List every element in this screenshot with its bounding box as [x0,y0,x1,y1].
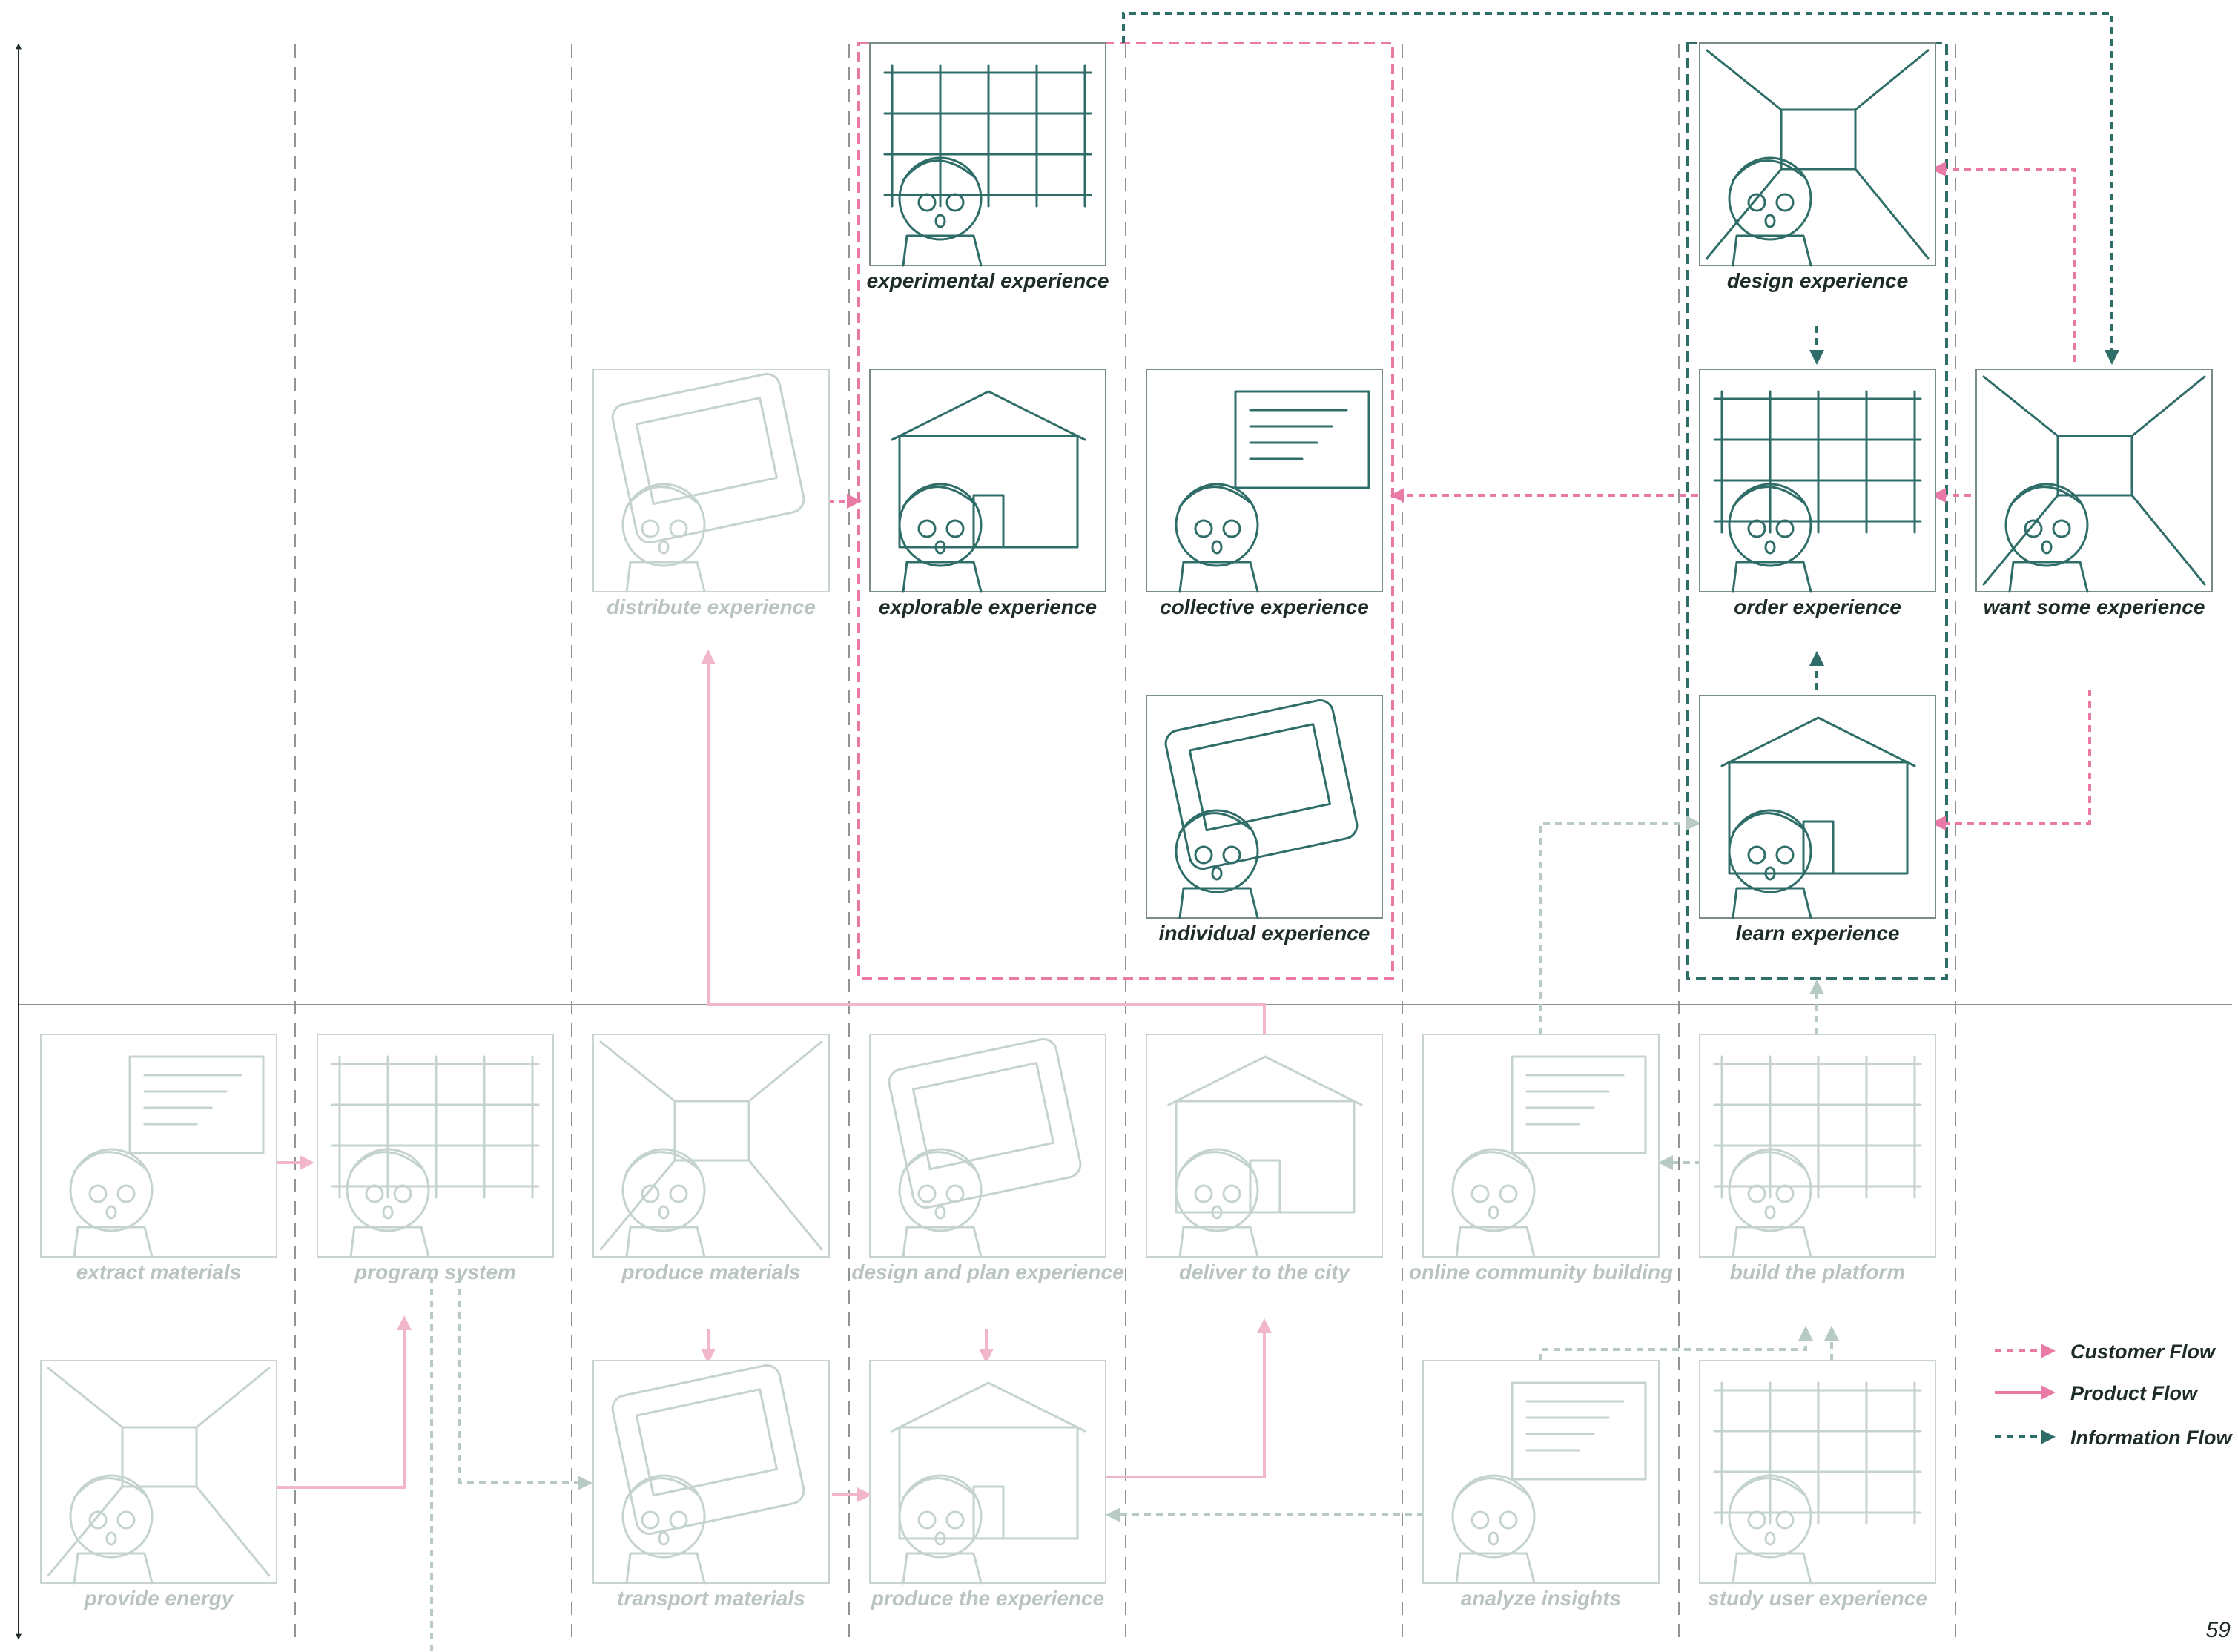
panel-frame [1146,1034,1382,1257]
page-number: 59 [2206,1618,2231,1642]
panel-frame [593,1034,829,1257]
panel-label-deliver-to-the-city: deliver to the city [1179,1261,1351,1283]
legend-customer-label: Customer Flow [2070,1341,2216,1363]
panel-frame [41,1034,277,1257]
panel-label-online-community-building: online community building [1409,1261,1673,1283]
panel-frame [1423,1034,1659,1257]
panel-provide-energy: provide energy [41,1361,277,1610]
panel-label-program-system: program system [354,1261,516,1283]
panel-build-the-platform: build the platform [1700,1034,1935,1283]
panel-frame [870,1361,1106,1583]
legend: Customer Flow Product Flow Information F… [1995,1341,2233,1449]
panel-distribute-experience: distribute experience [593,369,829,618]
panel-deliver-to-the-city: deliver to the city [1146,1034,1382,1283]
panel-learn-experience: learn experience [1700,696,1935,945]
panel-label-distribute-experience: distribute experience [607,595,816,618]
panel-frame [1146,369,1382,592]
legend-information-label: Information Flow [2070,1427,2233,1449]
panel-individual-experience: individual experience [1146,696,1382,945]
panel-online-community-building: online community building [1409,1034,1673,1283]
panel-frame [41,1361,277,1583]
panel-label-individual-experience: individual experience [1159,922,1370,945]
panel-study-user-experience: study user experience [1700,1361,1935,1610]
panel-program-system: program system [317,1034,553,1283]
panel-label-experimental-experience: experimental experience [867,269,1109,292]
panel-produce-the-experience: produce the experience [870,1361,1106,1610]
panel-label-explorable-experience: explorable experience [879,595,1097,618]
panel-label-collective-experience: collective experience [1160,595,1369,618]
panel-produce-materials: produce materials [593,1034,829,1283]
panel-analyze-insights: analyze insights [1423,1361,1659,1610]
panel-label-analyze-insights: analyze insights [1461,1587,1621,1610]
panel-label-study-user-experience: study user experience [1708,1587,1927,1610]
panel-transport-materials: transport materials [593,1361,829,1610]
panel-label-learn-experience: learn experience [1735,922,1899,945]
panel-extract-materials: extract materials [41,1034,277,1283]
panel-label-order-experience: order experience [1734,595,1901,618]
legend-product-label: Product Flow [2070,1382,2199,1404]
panel-frame [1423,1361,1659,1583]
panel-frame [1700,696,1935,918]
panel-frame [1700,43,1935,265]
panel-experimental-experience: experimental experience [867,43,1109,292]
panel-frame [870,369,1106,592]
panel-label-extract-materials: extract materials [76,1261,242,1283]
panel-label-produce-materials: produce materials [621,1261,800,1283]
panel-label-want-some-experience: want some experience [1984,595,2205,618]
panel-label-produce-the-experience: produce the experience [871,1587,1104,1610]
panel-label-design-and-plan-experience: design and plan experience [851,1261,1123,1283]
panel-collective-experience: collective experience [1146,369,1382,618]
panel-want-some-experience: want some experience [1976,369,2212,618]
panel-design-experience: design experience [1700,43,1935,292]
panel-label-design-experience: design experience [1727,269,1908,292]
panel-frame [1976,369,2212,592]
panel-explorable-experience: explorable experience [870,369,1106,618]
panel-design-and-plan-experience: design and plan experience [851,1034,1123,1283]
panel-label-build-the-platform: build the platform [1730,1261,1905,1283]
panel-label-provide-energy: provide energy [84,1587,234,1610]
panel-order-experience: order experience [1700,369,1935,618]
panel-label-transport-materials: transport materials [617,1587,805,1610]
